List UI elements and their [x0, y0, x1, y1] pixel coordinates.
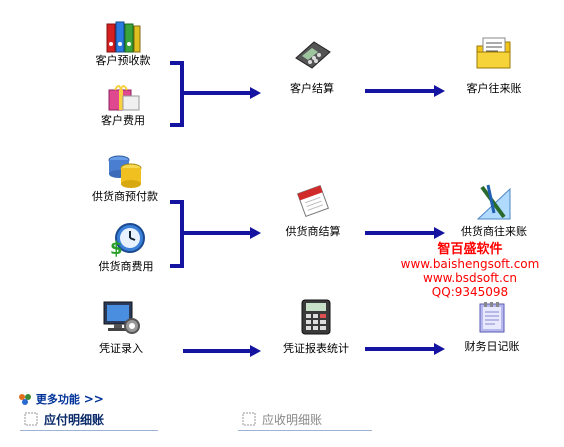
monitor-gear-icon: [103, 301, 140, 334]
voucher-entry-label: 凭证录入: [99, 342, 143, 355]
gift-box-icon: [108, 85, 140, 111]
watermark-line3: QQ:9345098: [431, 285, 509, 299]
customer-settle-node[interactable]: 客户结算: [272, 38, 352, 96]
supplier-ledger-label: 供货商往来账: [461, 225, 527, 238]
voucher-report-node[interactable]: 凭证报表统计: [270, 298, 362, 356]
clock-dollar-icon: $: [110, 223, 145, 258]
calculator-icon: [295, 41, 331, 69]
bracket-v-1: [180, 61, 184, 127]
watermark-line1: www.baishengsoft.com: [400, 257, 540, 271]
supplier-fee-label: 供货商费用: [98, 260, 154, 273]
supplier-prepay-node[interactable]: 供货商预付款: [82, 150, 168, 204]
arrow-head-1a: [250, 87, 261, 99]
double-chevron-right-icon: >>: [83, 392, 104, 406]
arrow-3a: [183, 349, 251, 353]
tab-receivable[interactable]: 应收明细账: [238, 411, 372, 431]
tab-payable-label: 应付明细账: [44, 413, 105, 427]
finance-journal-node[interactable]: 财务日记账: [452, 300, 532, 354]
finance-journal-label: 财务日记账: [464, 340, 520, 353]
svg-text:$: $: [110, 238, 123, 258]
tab-payable[interactable]: 应付明细账: [20, 411, 158, 431]
dotted-box-icon: [24, 412, 38, 426]
tab-receivable-label: 应收明细账: [262, 413, 323, 427]
binders-icon: [106, 21, 141, 53]
customer-ledger-label: 客户往来账: [466, 82, 522, 95]
modules-icon: [19, 394, 31, 405]
drafting-tools-icon: [476, 184, 511, 220]
watermark: 智百盛软件 www.baishengsoft.com www.bsdsoft.c…: [395, 242, 545, 300]
voucher-entry-node[interactable]: 凭证录入: [86, 298, 156, 356]
supplier-fee-node[interactable]: $ 供货商费用: [88, 222, 164, 274]
arrow-3b: [365, 347, 435, 351]
bracket-top-2: [170, 200, 182, 204]
dotted-box-icon: [242, 412, 256, 426]
notepad-icon: [479, 302, 505, 333]
more-functions-link[interactable]: 更多功能 >>: [18, 391, 104, 407]
arrow-2b: [365, 231, 435, 235]
supplier-ledger-node[interactable]: 供货商往来账: [446, 183, 542, 239]
voucher-report-label: 凭证报表统计: [283, 342, 349, 355]
supplier-settle-label: 供货商结算: [285, 225, 341, 238]
supplier-prepay-label: 供货商预付款: [92, 190, 158, 203]
calculator-keys-icon: [301, 299, 331, 335]
watermark-line2: www.bsdsoft.cn: [423, 271, 517, 285]
arrow-head-3b: [434, 343, 445, 355]
customer-prepay-label: 客户预收款: [95, 54, 151, 67]
folder-icon: [476, 37, 511, 69]
customer-ledger-node[interactable]: 客户往来账: [454, 36, 534, 96]
arrow-1b: [365, 89, 435, 93]
tab-payable-underline: [20, 430, 158, 431]
more-functions-label: 更多功能: [35, 393, 80, 406]
customer-fee-label: 客户费用: [101, 114, 145, 127]
tab-receivable-underline: [238, 430, 372, 431]
arrow-head-2a: [250, 227, 261, 239]
arrow-1a: [183, 91, 251, 95]
arrow-head-2b: [434, 227, 445, 239]
calendar-icon: [296, 184, 330, 218]
customer-settle-label: 客户结算: [290, 82, 334, 95]
arrow-2a: [183, 231, 251, 235]
supplier-settle-node[interactable]: 供货商结算: [270, 183, 356, 239]
bracket-bottom-1: [170, 123, 182, 127]
bracket-top-1: [170, 61, 182, 65]
arrow-head-1b: [434, 85, 445, 97]
coins-stack-icon: [108, 155, 142, 188]
customer-fee-node[interactable]: 客户费用: [88, 80, 158, 128]
watermark-title: 智百盛软件: [437, 242, 503, 257]
bracket-bottom-2: [170, 264, 182, 268]
arrow-head-3a: [250, 345, 261, 357]
customer-prepay-node[interactable]: 客户预收款: [88, 20, 158, 68]
bracket-v-2: [180, 200, 184, 268]
